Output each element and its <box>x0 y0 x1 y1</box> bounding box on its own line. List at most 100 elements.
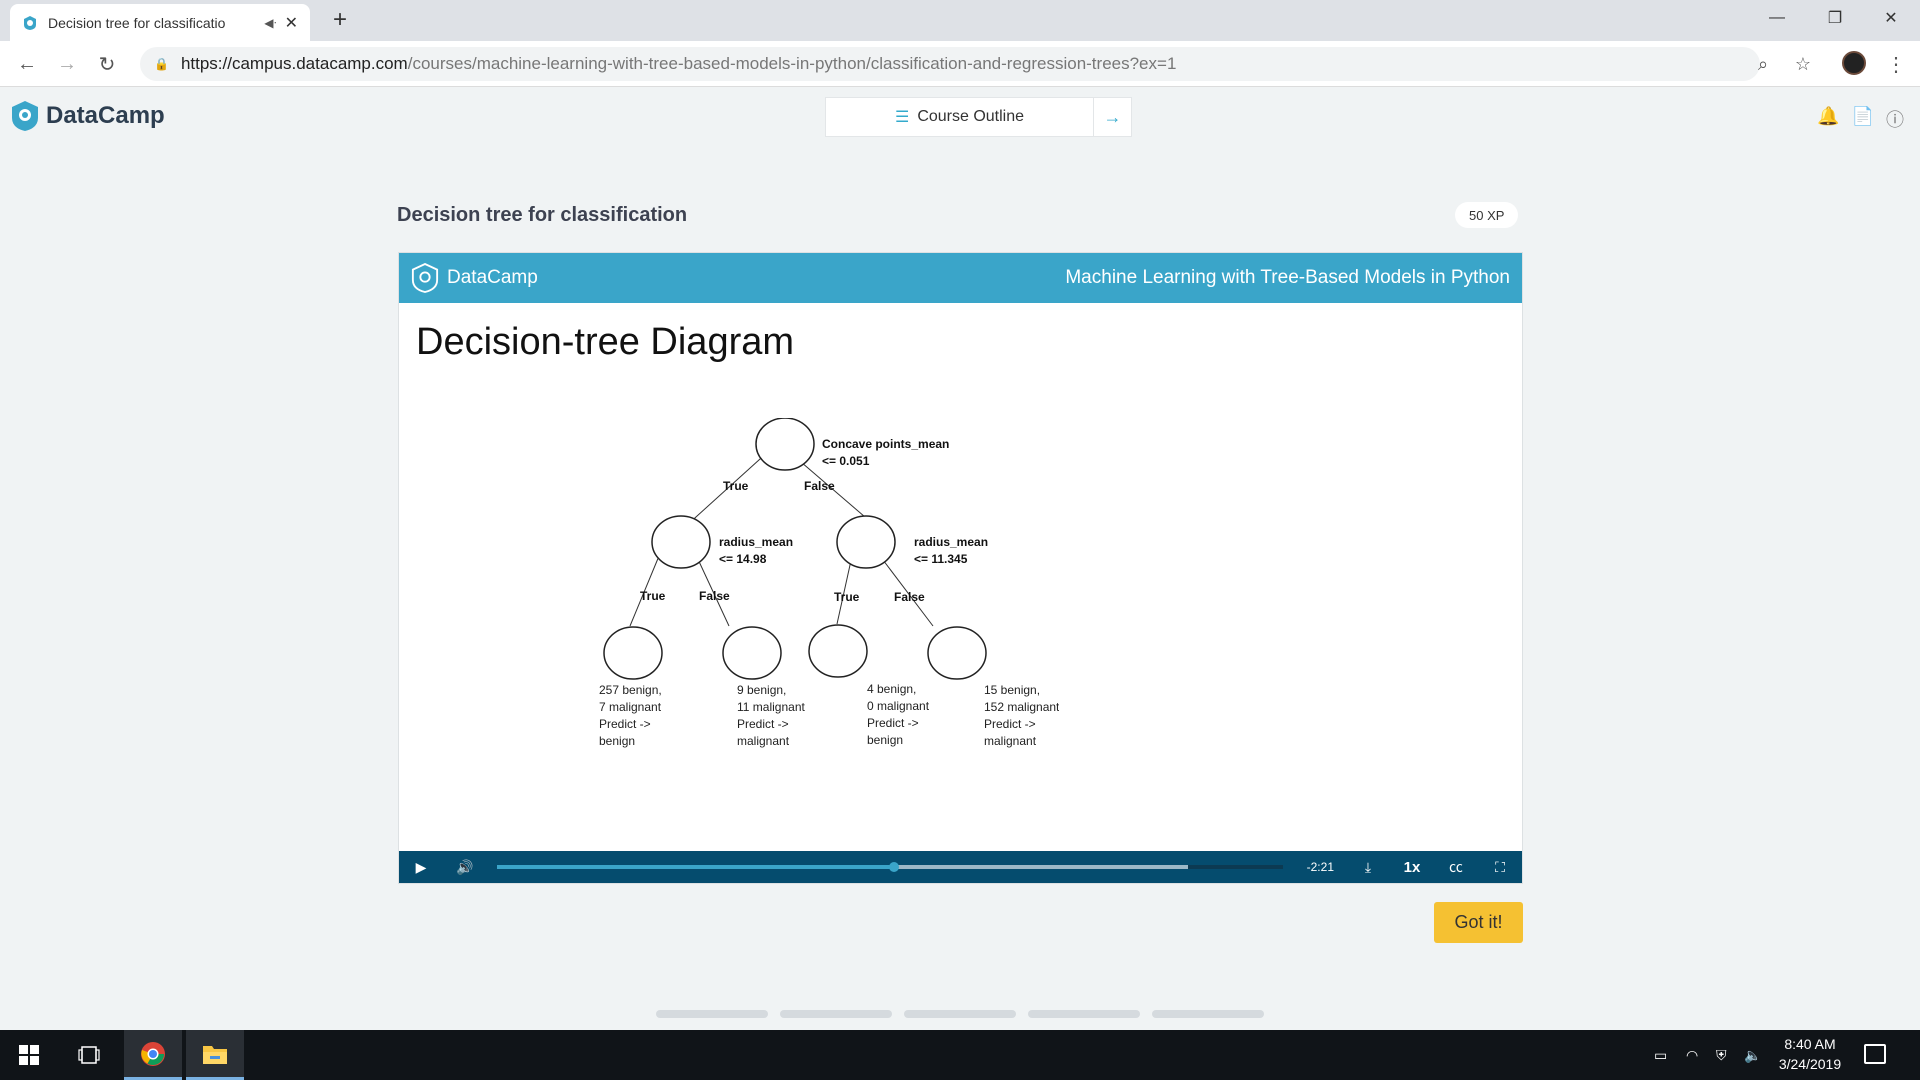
bookmark-star-icon[interactable]: ☆ <box>1794 53 1812 74</box>
leaf-text: Predict -> <box>737 717 789 731</box>
course-outline-label: Course Outline <box>917 108 1025 125</box>
leaf-caption: 9 benign, 11 malignant Predict -> malign… <box>737 683 805 748</box>
seek-bar[interactable] <box>497 862 1283 872</box>
pager-step[interactable] <box>1028 1010 1140 1018</box>
right-split-line1: radius_mean <box>914 535 988 549</box>
right-split-line2: <= 11.345 <box>914 552 968 566</box>
volume-icon[interactable]: 🔊 <box>456 858 474 875</box>
leaf-text: 257 benign, <box>599 683 662 697</box>
speaker-icon[interactable]: ◀ᐧ <box>264 15 277 30</box>
tree-node-left <box>651 515 711 569</box>
tree-edge <box>695 554 730 627</box>
tree-edge <box>800 461 866 518</box>
play-icon[interactable]: ▶ <box>415 858 427 875</box>
leaf-caption: 15 benign, 152 malignant Predict -> mali… <box>984 683 1059 748</box>
browser-toolbar: ← → ↻ 🔒 https://campus.datacamp.com/cour… <box>0 41 1920 87</box>
file-explorer-icon[interactable] <box>186 1030 244 1080</box>
edge-label-true: True <box>723 479 749 493</box>
exercise-progress-pager <box>656 1010 1264 1018</box>
zoom-icon[interactable]: ⌕ <box>1757 53 1769 74</box>
close-tab-icon[interactable]: ✕ <box>284 14 298 32</box>
security-shield-icon[interactable]: ⛨ <box>1716 1046 1727 1063</box>
pdf-icon[interactable]: 📄 <box>1851 106 1874 126</box>
header-icons: 🔔 📄 ⓘ <box>1817 106 1904 132</box>
browser-tab-strip: Decision tree for classificatio ◀ᐧ ✕ + —… <box>0 0 1920 41</box>
leaf-text: Predict -> <box>984 717 1036 731</box>
chrome-taskbar-icon[interactable] <box>124 1030 182 1080</box>
tree-leaf <box>722 626 782 680</box>
reload-icon[interactable]: ↻ <box>98 53 116 76</box>
chrome-menu-icon[interactable]: ⋮ <box>1886 54 1906 76</box>
leaf-caption: 4 benign, 0 malignant Predict -> benign <box>867 682 930 747</box>
leaf-text: benign <box>867 733 903 747</box>
slide-header: DataCamp Machine Learning with Tree-Base… <box>399 253 1522 303</box>
leaf-text: 11 malignant <box>737 700 805 714</box>
video-player[interactable]: DataCamp Machine Learning with Tree-Base… <box>398 252 1523 884</box>
fullscreen-icon[interactable]: ⛶ <box>1495 858 1505 875</box>
next-exercise-arrow-icon[interactable]: → <box>1093 98 1131 136</box>
logo-text: DataCamp <box>46 102 165 129</box>
edge-label-true: True <box>640 589 666 603</box>
leaf-text: 15 benign, <box>984 683 1040 697</box>
captions-icon[interactable]: ㏄ <box>1449 859 1463 875</box>
pager-step[interactable] <box>780 1010 892 1018</box>
leaf-text: malignant <box>737 734 790 748</box>
lock-icon: 🔒 <box>154 57 169 71</box>
info-icon[interactable]: ⓘ <box>1886 110 1904 130</box>
seek-handle[interactable] <box>888 862 899 872</box>
browser-tab[interactable]: Decision tree for classificatio ◀ᐧ ✕ <box>10 4 310 41</box>
tree-leaf <box>808 624 868 678</box>
task-view-icon[interactable] <box>60 1030 118 1080</box>
pager-step[interactable] <box>656 1010 768 1018</box>
battery-icon[interactable]: ▭ <box>1654 1046 1668 1063</box>
decision-tree-diagram: Concave points_mean <= 0.051 radius_mean… <box>599 418 1059 748</box>
tree-edge <box>685 449 771 527</box>
leaf-caption: 257 benign, 7 malignant Predict -> benig… <box>599 683 662 748</box>
leaf-text: 9 benign, <box>737 683 786 697</box>
bell-icon[interactable]: 🔔 <box>1817 106 1840 126</box>
clock-time: 8:40 AM <box>1784 1036 1836 1052</box>
pager-step[interactable] <box>904 1010 1016 1018</box>
url-path: /courses/machine-learning-with-tree-base… <box>407 54 1177 73</box>
back-icon[interactable]: ← <box>17 52 37 75</box>
leaf-text: 7 malignant <box>599 700 662 714</box>
tree-node-right <box>836 515 896 569</box>
address-bar[interactable]: 🔒 https://campus.datacamp.com/courses/ma… <box>140 47 1760 81</box>
close-window-icon[interactable]: ✕ <box>1884 10 1898 27</box>
datacamp-shield-icon <box>12 101 38 131</box>
root-split-line2: <= 0.051 <box>822 454 870 468</box>
restore-icon[interactable]: ❐ <box>1827 10 1843 27</box>
action-center-icon[interactable] <box>1864 1044 1886 1064</box>
minimize-icon[interactable]: — <box>1769 9 1785 26</box>
playback-speed-button[interactable]: 1x <box>1403 858 1421 876</box>
xp-badge: 50 XP <box>1455 202 1519 228</box>
wifi-icon[interactable]: ◠ <box>1686 1046 1699 1063</box>
datacamp-logo[interactable]: DataCamp <box>10 100 165 132</box>
left-split-line2: <= 14.98 <box>719 552 767 566</box>
tree-leaf <box>927 626 987 680</box>
leaf-text: Predict -> <box>867 716 919 730</box>
edge-label-false: False <box>699 589 730 603</box>
forward-icon[interactable]: → <box>57 52 77 75</box>
windows-start-icon[interactable] <box>0 1030 58 1080</box>
video-controls: ▶ 🔊 -2:21 ⤓ 1x ㏄ ⛶ <box>399 851 1522 883</box>
windows-taskbar: ▭ ◠ ⛨ 🔈 8:40 AM 3/24/2019 <box>0 1030 1920 1080</box>
volume-tray-icon[interactable]: 🔈 <box>1744 1046 1762 1063</box>
new-tab-button[interactable]: + <box>332 6 347 33</box>
lesson-title: Decision tree for classification <box>397 204 688 226</box>
leaf-text: 4 benign, <box>867 682 916 696</box>
system-clock[interactable]: 8:40 AM 3/24/2019 <box>1770 1034 1850 1074</box>
edge-label-false: False <box>804 479 835 493</box>
slide-title: Decision-tree Diagram <box>416 321 795 363</box>
download-icon[interactable]: ⤓ <box>1364 858 1372 875</box>
tree-leaf <box>603 626 663 680</box>
slide-brand: DataCamp <box>447 267 538 288</box>
profile-avatar[interactable] <box>1842 51 1866 75</box>
pager-step[interactable] <box>1152 1010 1264 1018</box>
edge-label-true: True <box>834 590 860 604</box>
root-split-line1: Concave points_mean <box>822 437 949 451</box>
course-outline-button[interactable]: ☰ Course Outline <box>826 98 1093 136</box>
leaf-text: 0 malignant <box>867 699 930 713</box>
leaf-text: malignant <box>984 734 1037 748</box>
got-it-button[interactable]: Got it! <box>1434 902 1523 943</box>
